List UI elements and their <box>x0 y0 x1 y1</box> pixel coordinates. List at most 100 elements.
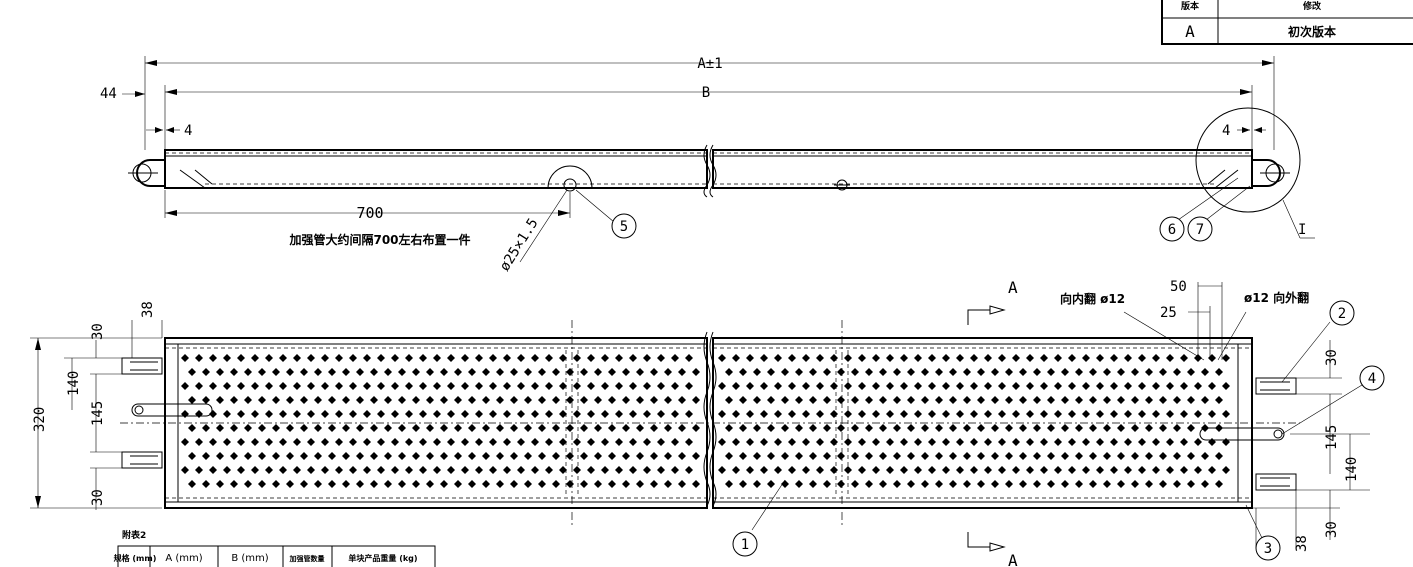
perforation-hole <box>1068 438 1076 446</box>
perforation-hole <box>608 424 616 432</box>
perforation-hole <box>349 354 357 362</box>
perforation-hole <box>1082 438 1090 446</box>
perforation-hole <box>412 480 420 488</box>
perforation-hole <box>454 452 462 460</box>
balloon-4: 4 <box>1281 365 1385 435</box>
perforation-hole <box>1047 452 1055 460</box>
spec-header-size: 规格 (mm) <box>114 553 157 563</box>
perforation-hole <box>321 466 329 474</box>
perforation-hole <box>433 410 441 418</box>
perforation-hole <box>795 452 803 460</box>
perforation-hole <box>468 396 476 404</box>
perforation-hole <box>1089 396 1097 404</box>
dim-30-right-top: 30 <box>1324 349 1340 366</box>
perforation-hole <box>1054 382 1062 390</box>
perforation-hole <box>195 466 203 474</box>
perforation-hole <box>914 382 922 390</box>
perforation-hole <box>531 410 539 418</box>
perforation-hole <box>461 466 469 474</box>
perforation-hole <box>657 410 665 418</box>
perforation-hole <box>907 368 915 376</box>
perforation-hole <box>650 452 658 460</box>
revision-change-value: 初次版本 <box>1288 24 1336 39</box>
perforation-hole <box>963 452 971 460</box>
perforation-hole <box>1047 396 1055 404</box>
perforation-hole <box>725 368 733 376</box>
perforation-hole <box>440 368 448 376</box>
perforation-hole <box>482 452 490 460</box>
perforation-hole <box>391 410 399 418</box>
perforation-hole <box>202 368 210 376</box>
perforation-hole <box>636 396 644 404</box>
perforation-hole <box>545 466 553 474</box>
perforation-hole <box>510 452 518 460</box>
perforation-hole <box>1152 410 1160 418</box>
perforation-hole <box>851 480 859 488</box>
perforation-hole <box>629 382 637 390</box>
perforation-hole <box>692 424 700 432</box>
perforation-hole <box>1033 480 1041 488</box>
perforation-hole <box>1110 354 1118 362</box>
perforation-hole <box>384 396 392 404</box>
perforation-hole <box>230 396 238 404</box>
perforation-hole <box>405 382 413 390</box>
perforation-hole <box>1131 480 1139 488</box>
perforation-hole <box>900 466 908 474</box>
perforation-hole <box>370 452 378 460</box>
perforation-hole <box>489 410 497 418</box>
perforation-hole <box>1054 410 1062 418</box>
perforation-hole <box>636 424 644 432</box>
perforation-hole <box>1152 466 1160 474</box>
perforation-hole <box>230 480 238 488</box>
perforation-hole <box>363 382 371 390</box>
perforation-hole <box>1096 438 1104 446</box>
perforation-hole <box>188 452 196 460</box>
perforation-hole <box>363 438 371 446</box>
perforation-hole <box>1019 452 1027 460</box>
perforation-hole <box>1124 354 1132 362</box>
perforation-hole <box>1026 410 1034 418</box>
perforation-hole <box>349 410 357 418</box>
balloon-3: 3 <box>1245 504 1281 561</box>
perforation-hole <box>685 466 693 474</box>
perforation-hole <box>230 452 238 460</box>
perforation-hole <box>1075 368 1083 376</box>
perforation-hole <box>858 382 866 390</box>
perforation-hole <box>949 368 957 376</box>
perforation-hole <box>998 382 1006 390</box>
perforation-hole <box>671 354 679 362</box>
perforation-hole <box>879 368 887 376</box>
perforation-hole <box>753 424 761 432</box>
perforation-hole <box>321 382 329 390</box>
perforation-hole <box>608 452 616 460</box>
perforation-hole <box>795 424 803 432</box>
perforation-hole <box>244 424 252 432</box>
perforation-hole <box>718 466 726 474</box>
perforation-hole <box>893 480 901 488</box>
perforation-hole <box>1194 382 1202 390</box>
perforation-hole <box>1012 354 1020 362</box>
perforation-hole <box>977 452 985 460</box>
perforation-hole <box>774 354 782 362</box>
perforation-hole <box>837 368 845 376</box>
perforation-hole <box>809 424 817 432</box>
perforation-hole <box>886 410 894 418</box>
perforation-hole <box>956 466 964 474</box>
perforation-hole <box>300 424 308 432</box>
perforation-hole <box>678 396 686 404</box>
perforation-hole <box>447 410 455 418</box>
perforation-hole <box>1026 382 1034 390</box>
perforation-hole <box>1061 368 1069 376</box>
perforation-hole <box>1096 354 1104 362</box>
perforation-hole <box>1124 382 1132 390</box>
balloon-1: 1 <box>732 479 786 557</box>
perforation-hole <box>587 466 595 474</box>
perforation-hole <box>1173 396 1181 404</box>
perforation-hole <box>767 424 775 432</box>
perforation-hole <box>732 354 740 362</box>
perforation-hole <box>1166 466 1174 474</box>
perforation-hole <box>335 382 343 390</box>
perforation-hole <box>774 410 782 418</box>
perforation-hole <box>601 466 609 474</box>
balloon-2: 2 <box>1281 300 1355 383</box>
